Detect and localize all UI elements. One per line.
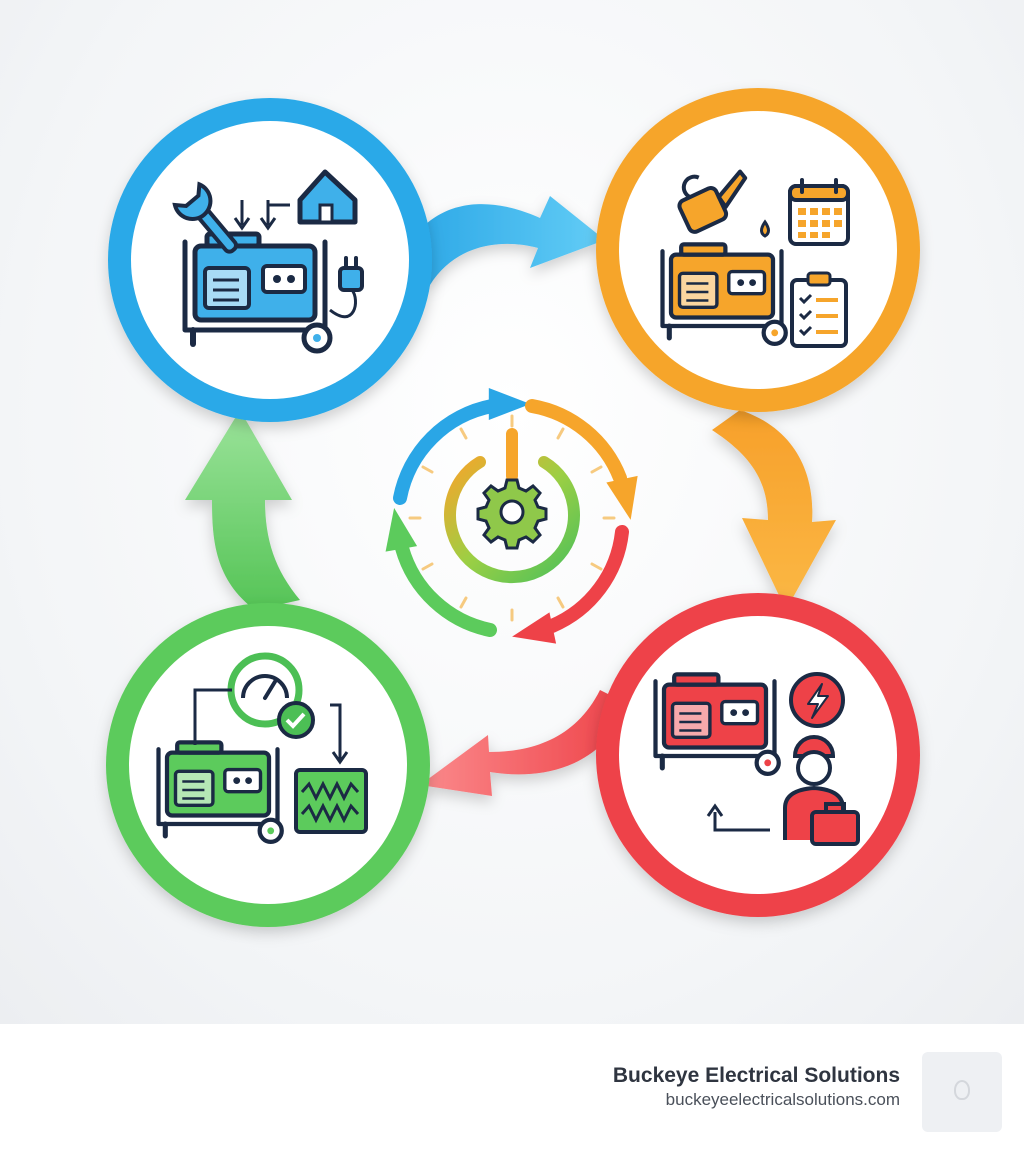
footer-bar: [0, 1024, 1024, 1154]
stage-blue-installation: [108, 98, 432, 422]
cycle-arrows-icon: [378, 388, 647, 653]
wrench-icon: [172, 181, 238, 254]
brand-name: Buckeye Electrical Solutions: [612, 1064, 900, 1087]
brand-url[interactable]: buckeyeelectricalsolutions.com: [665, 1090, 900, 1109]
stage-orange-maintenance: [596, 88, 920, 412]
stage-red-repair: [596, 593, 920, 917]
brand-logo-icon: [922, 1052, 1002, 1132]
load-bank-icon: [294, 768, 368, 834]
power-gear-icon: [444, 428, 580, 584]
lightning-icon: [789, 672, 845, 728]
oil-can-icon: [677, 169, 748, 234]
diagram-canvas: [106, 88, 920, 927]
arrow-orange-to-red: [712, 410, 836, 610]
flow-arrows: [233, 200, 290, 231]
toolbox-icon: [810, 802, 860, 846]
lifecycle-diagram: [0, 0, 1024, 1024]
house-icon: [297, 169, 358, 225]
checklist-icon: [790, 271, 848, 348]
oil-drop: [760, 219, 770, 238]
plug-icon: [329, 256, 364, 319]
calendar-icon: [788, 178, 850, 246]
connection-lines: [193, 688, 349, 765]
arrow-green-to-blue: [185, 410, 300, 610]
arrow-red-to-green: [420, 690, 630, 796]
stage-green-testing: [106, 603, 430, 927]
arrow-blue-to-orange: [405, 196, 605, 285]
return-arrow: [706, 803, 770, 832]
